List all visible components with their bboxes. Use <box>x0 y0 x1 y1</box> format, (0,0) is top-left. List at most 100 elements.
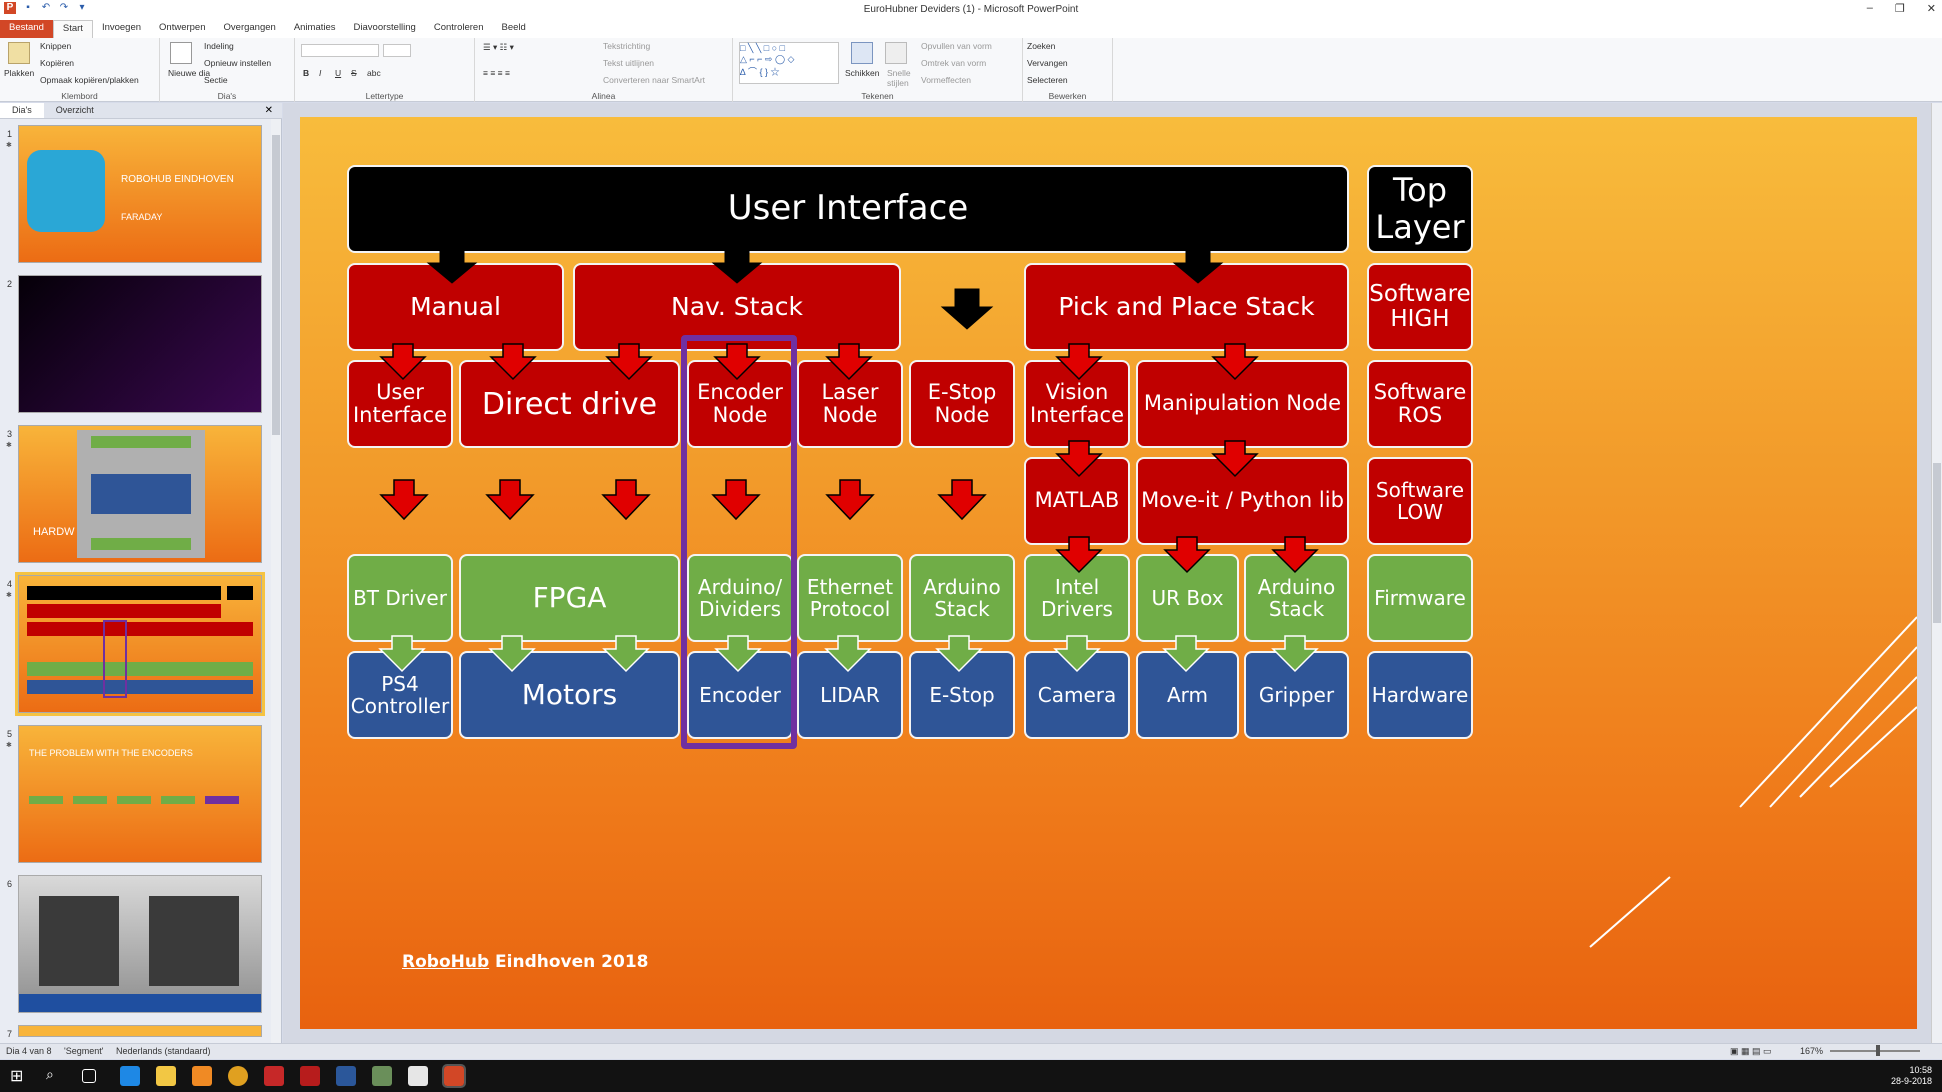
motors-box[interactable]: Motors <box>459 651 680 739</box>
bt-driver-box[interactable]: BT Driver <box>347 554 453 642</box>
task-view-icon[interactable] <box>82 1069 96 1083</box>
legend-firmware[interactable]: Firmware <box>1367 554 1473 642</box>
quick-styles-icon[interactable] <box>885 42 907 64</box>
find-button[interactable]: Zoeken <box>1027 41 1056 51</box>
new-slide-button[interactable]: Nieuwe dia <box>168 68 211 78</box>
text-direction-button[interactable]: Tekstrichting <box>603 41 651 51</box>
tab-animaties[interactable]: Animaties <box>293 22 336 33</box>
tab-overgangen[interactable]: Overgangen <box>223 22 276 33</box>
undo-icon[interactable]: ↶ <box>41 2 51 13</box>
edge-icon[interactable] <box>120 1066 140 1086</box>
select-button[interactable]: Selecteren <box>1027 75 1068 85</box>
arrow-down-icon <box>940 288 994 330</box>
highlight-rectangle[interactable] <box>681 335 797 749</box>
shapes-gallery[interactable]: □ ╲ ╲ □ ○ □△ ⌐ ⌐ ⇨ ◯ ◇∆ ⌒ { } ☆ <box>739 42 839 84</box>
panel-scrollbar[interactable] <box>271 119 281 1043</box>
align-text-button[interactable]: Tekst uitlijnen <box>603 58 655 68</box>
group-label: Alinea <box>591 91 616 101</box>
group-label: Klembord <box>61 91 98 101</box>
language[interactable]: Nederlands (standaard) <box>116 1046 211 1056</box>
zoom-slider[interactable] <box>1830 1050 1920 1052</box>
close-icon[interactable]: ✕ <box>264 105 273 116</box>
bullets-icon[interactable]: ☰ ▾ ☷ ▾ <box>483 42 514 52</box>
shape-effects-button[interactable]: Vormeffecten <box>921 75 971 85</box>
shadow-button[interactable]: abc <box>367 68 381 78</box>
tab-start[interactable]: Start <box>52 20 93 38</box>
encoder-box[interactable]: Encoder <box>687 651 793 739</box>
tab-controleren[interactable]: Controleren <box>433 22 484 33</box>
underline-button[interactable]: U <box>335 68 342 78</box>
search-icon[interactable]: ⌕ <box>46 1066 54 1082</box>
copy-button[interactable]: Kopiëren <box>40 58 75 68</box>
user-interface-layer[interactable]: User Interface <box>347 165 1349 253</box>
paste-icon[interactable] <box>8 42 30 64</box>
outlook-icon[interactable] <box>192 1066 212 1086</box>
arrow-down-icon <box>824 635 872 673</box>
arduino-dividers-box[interactable]: Arduino/ Dividers <box>687 554 793 642</box>
arrange-button[interactable]: Schikken <box>845 68 880 78</box>
word-icon[interactable] <box>336 1066 356 1086</box>
cut-button[interactable]: Knippen <box>40 41 72 51</box>
paste-button[interactable]: Plakken <box>4 68 35 78</box>
format-painter-button[interactable]: Opmaak kopiëren/plakken <box>40 75 139 85</box>
vision-interface-box[interactable]: Vision Interface <box>1024 360 1130 448</box>
tab-bestand[interactable]: Bestand <box>0 20 53 38</box>
ethernet-protocol-box[interactable]: Ethernet Protocol <box>797 554 903 642</box>
slide-canvas[interactable]: User Interface Top Layer Manual Nav. Sta… <box>300 117 1917 1029</box>
redo-icon[interactable]: ↷ <box>59 2 69 13</box>
e-stop-node-box[interactable]: E-Stop Node <box>909 360 1015 448</box>
tab-diavoorstelling[interactable]: Diavoorstelling <box>353 22 416 33</box>
font-size-box[interactable] <box>383 44 411 57</box>
shape-outline-button[interactable]: Omtrek van vorm <box>921 58 987 68</box>
align-icons[interactable]: ≡ ≡ ≡ ≡ <box>483 68 510 78</box>
reset-button[interactable]: Opnieuw instellen <box>204 58 272 68</box>
app-icon[interactable] <box>372 1066 392 1086</box>
section-button[interactable]: Sectie <box>204 75 228 85</box>
save-icon[interactable]: ▪ <box>26 2 30 13</box>
tab-dias[interactable]: Dia's <box>0 103 44 118</box>
photos-icon[interactable] <box>408 1066 428 1086</box>
arrange-icon[interactable] <box>851 42 873 64</box>
chrome-icon[interactable] <box>228 1066 248 1086</box>
thumb-title: HARDW <box>33 526 75 538</box>
acrobat-icon[interactable] <box>300 1066 320 1086</box>
shape-fill-button[interactable]: Opvullen van vorm <box>921 41 992 51</box>
start-icon[interactable]: ⊞ <box>10 1068 24 1085</box>
legend-software-high[interactable]: Software HIGH <box>1367 263 1473 351</box>
panel-tabs: Dia's Overzicht <box>0 103 282 119</box>
maximize-button[interactable]: ❐ <box>1894 3 1905 15</box>
legend-top-layer[interactable]: Top Layer <box>1367 165 1473 253</box>
explorer-icon[interactable] <box>156 1066 176 1086</box>
view-buttons[interactable]: ▣ ▦ ▤ ▭ <box>1730 1046 1772 1056</box>
powerpoint-icon[interactable] <box>442 1064 466 1088</box>
manipulation-node-box[interactable]: Manipulation Node <box>1136 360 1349 448</box>
font-name-box[interactable] <box>301 44 379 57</box>
minimize-button[interactable]: – <box>1866 2 1873 14</box>
layout-button[interactable]: Indeling <box>204 41 234 51</box>
lidar-box[interactable]: LIDAR <box>797 651 903 739</box>
tab-overzicht[interactable]: Overzicht <box>55 105 94 115</box>
new-slide-icon[interactable] <box>170 42 192 64</box>
strike-button[interactable]: S <box>351 68 357 78</box>
fpga-box[interactable]: FPGA <box>459 554 680 642</box>
legend-software-ros[interactable]: Software ROS <box>1367 360 1473 448</box>
zoom-level[interactable]: 167% <box>1800 1046 1824 1056</box>
system-clock[interactable]: 10:58 28-9-2018 <box>1891 1065 1932 1087</box>
zoom-slider-thumb[interactable] <box>1876 1045 1880 1056</box>
direct-drive-box[interactable]: Direct drive <box>459 360 680 448</box>
tab-beeld[interactable]: Beeld <box>501 22 526 33</box>
legend-software-low[interactable]: Software LOW <box>1367 457 1473 545</box>
legend-hardware[interactable]: Hardware <box>1367 651 1473 739</box>
tab-invoegen[interactable]: Invoegen <box>101 22 142 33</box>
bold-button[interactable]: B <box>303 68 310 78</box>
replace-button[interactable]: Vervangen <box>1027 58 1068 68</box>
quick-styles-button[interactable]: Snelle stijlen <box>887 68 911 88</box>
app-icon[interactable] <box>264 1066 284 1086</box>
smartart-button[interactable]: Converteren naar SmartArt <box>603 75 706 85</box>
tab-ontwerpen[interactable]: Ontwerpen <box>159 22 206 33</box>
arduino-stack-box-1[interactable]: Arduino Stack <box>909 554 1015 642</box>
close-button[interactable]: ✕ <box>1926 3 1936 15</box>
italic-button[interactable]: I <box>319 68 322 78</box>
slide-scrollbar[interactable] <box>1931 103 1942 1043</box>
customize-icon[interactable]: ▾ <box>79 2 85 13</box>
